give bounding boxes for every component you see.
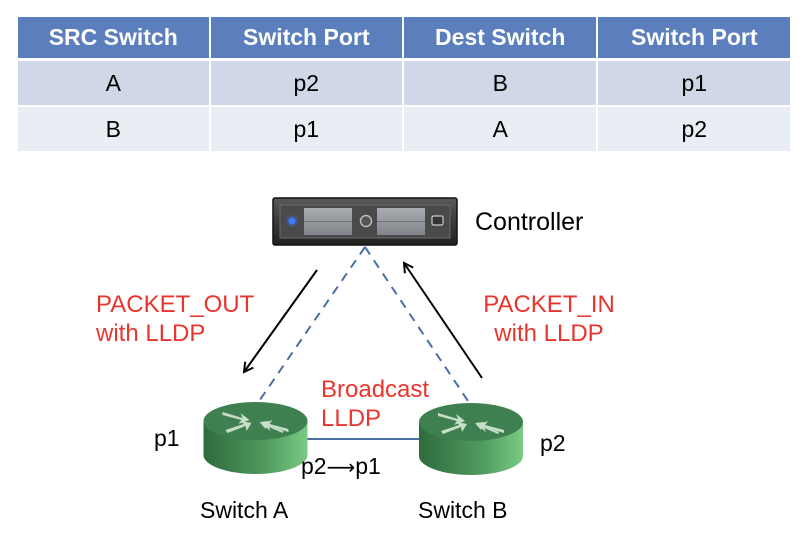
- packet-out-arrow: [244, 269, 318, 372]
- switch-a-label: Switch A: [200, 497, 289, 523]
- cell-dest-port: p1: [596, 61, 790, 107]
- table-row: B p1 A p2: [18, 107, 790, 151]
- control-link-b: [364, 246, 473, 408]
- cell-src-switch: A: [18, 61, 209, 107]
- switch-a-port-p1: p1: [154, 425, 180, 451]
- switch-b-port-p2: p2: [540, 430, 566, 456]
- cell-dest-switch: B: [402, 61, 597, 107]
- header-dest-switch: Dest Switch: [402, 17, 597, 61]
- flow-table: SRC Switch Switch Port Dest Switch Switc…: [18, 17, 790, 151]
- packet-out-label: PACKET_OUT with LLDP: [96, 290, 254, 348]
- packet-out-line1: PACKET_OUT: [96, 291, 255, 318]
- packet-in-line1: PACKET_IN: [483, 291, 615, 318]
- table-header-row: SRC Switch Switch Port Dest Switch Switc…: [18, 17, 790, 61]
- link-to-port: p1: [355, 453, 381, 479]
- table-row: A p2 B p1: [18, 61, 790, 107]
- router-icon: [419, 403, 523, 475]
- broadcast-line2: LLDP: [321, 405, 382, 432]
- cell-src-port: p1: [208, 107, 402, 151]
- cell-src-port: p2: [208, 61, 402, 107]
- packet-in-label: PACKET_IN with LLDP: [474, 290, 624, 348]
- packet-in-line2: with LLDP: [494, 320, 604, 347]
- packet-out-line2: with LLDP: [96, 320, 206, 347]
- cell-dest-switch: A: [402, 107, 597, 151]
- control-link-a: [254, 246, 366, 408]
- packet-in-arrow: [404, 263, 483, 379]
- link-arrow-icon: ⟶: [326, 455, 356, 479]
- broadcast-label: Broadcast LLDP: [321, 375, 429, 433]
- server-icon: [272, 197, 458, 246]
- link-from-port: p2: [301, 453, 327, 479]
- cell-dest-port: p2: [596, 107, 790, 151]
- header-dest-port: Switch Port: [596, 17, 790, 61]
- switch-b-label: Switch B: [418, 497, 508, 523]
- broadcast-line1: Broadcast: [321, 376, 430, 403]
- link-port-annotation: p2⟶p1: [301, 453, 381, 480]
- controller-label: Controller: [475, 208, 584, 236]
- router-icon: [203, 402, 308, 474]
- cell-src-switch: B: [18, 107, 209, 151]
- header-src-port: Switch Port: [208, 17, 402, 61]
- header-src-switch: SRC Switch: [18, 17, 209, 61]
